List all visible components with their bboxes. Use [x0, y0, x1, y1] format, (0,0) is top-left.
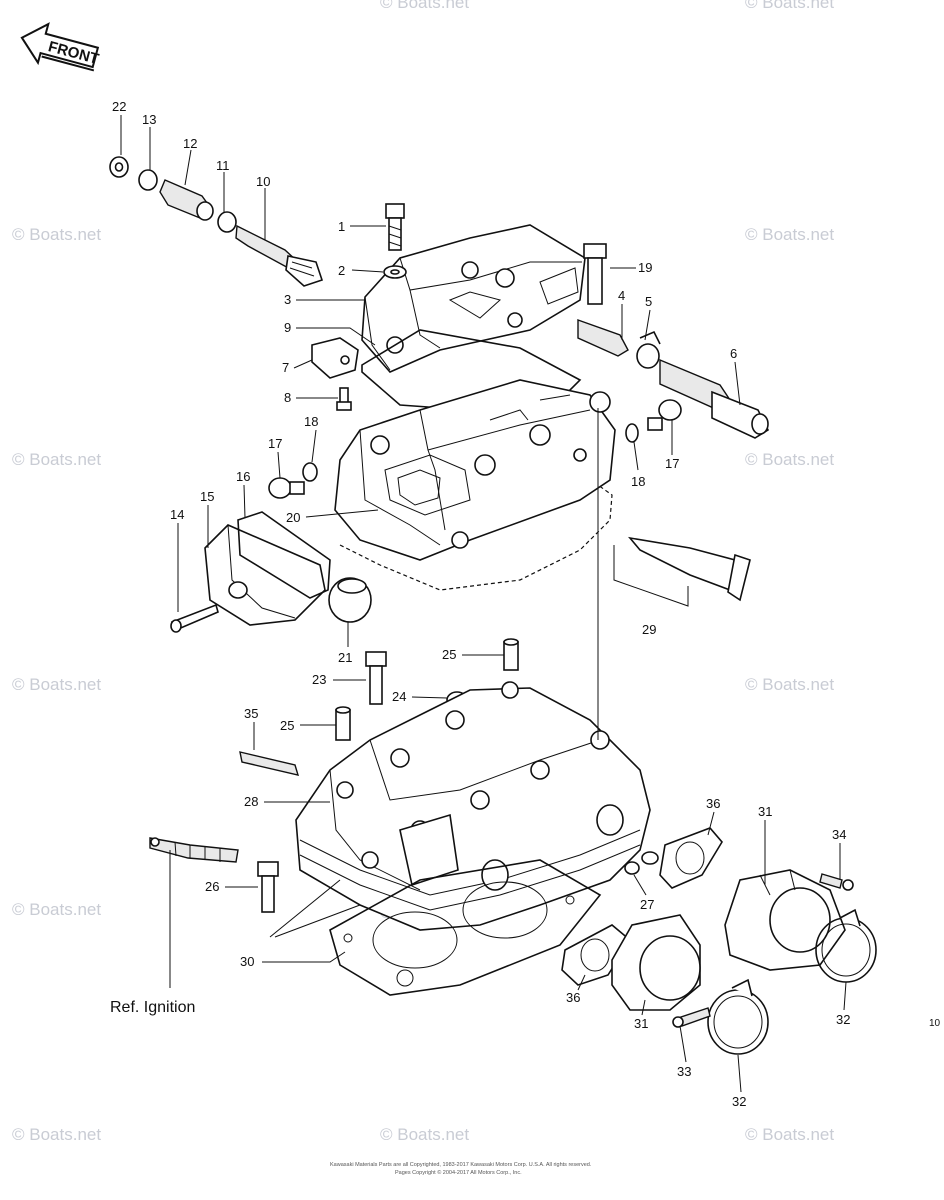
callout: 35	[244, 706, 258, 721]
head-bolt	[257, 851, 659, 913]
callout: 31	[634, 1016, 648, 1031]
watermark: © Boats.net	[380, 0, 469, 12]
callout: 17	[268, 436, 282, 451]
watermark: © Boats.net	[745, 675, 834, 694]
carburetor-holders	[561, 827, 877, 1055]
callout: 13	[142, 112, 156, 127]
callout: 4	[618, 288, 625, 303]
callout: 32	[836, 1012, 850, 1027]
callout: 9	[284, 320, 291, 335]
watermark: © Boats.net	[12, 225, 101, 244]
callout: 23	[312, 672, 326, 687]
callout: 18	[304, 414, 318, 429]
callout: 22	[112, 99, 126, 114]
callout: 36	[566, 990, 580, 1005]
spark-plug	[149, 837, 239, 863]
callout: 25	[280, 718, 294, 733]
breather-housing	[170, 511, 331, 633]
callout: 32	[732, 1094, 746, 1109]
callout: 11	[216, 158, 230, 173]
liquid-gasket-tube	[628, 536, 751, 602]
callout: 14	[170, 507, 184, 522]
dowel-pins	[335, 638, 519, 741]
watermark: © Boats.net	[745, 0, 834, 12]
page-number: 10	[929, 1018, 941, 1029]
callout: 7	[282, 360, 289, 375]
callout: 30	[240, 954, 254, 969]
watermark: © Boats.net	[380, 1125, 469, 1144]
callout: 26	[205, 879, 219, 894]
watermark: © Boats.net	[745, 225, 834, 244]
tach-drive-assembly	[109, 156, 324, 287]
callout: 34	[832, 827, 846, 842]
callout: 24	[392, 689, 406, 704]
cylinder-head-cover	[361, 224, 586, 373]
ref-ignition-label: Ref. Ignition	[110, 999, 195, 1016]
camshaft-holder	[334, 379, 616, 561]
callout: 17	[665, 456, 679, 471]
watermark: © Boats.net	[12, 450, 101, 469]
oil-plugs	[268, 399, 682, 499]
watermark: © Boats.net	[745, 1125, 834, 1144]
callout: 16	[236, 469, 250, 484]
callout: 6	[730, 346, 737, 361]
callout: 31	[758, 804, 772, 819]
watermark: © Boats.net	[745, 450, 834, 469]
copyright-line-1: Kawasaki Materials Parts are all Copyrig…	[330, 1162, 592, 1168]
callout: 29	[642, 622, 656, 637]
watermark: © Boats.net	[12, 675, 101, 694]
callout: 19	[638, 260, 652, 275]
callout: 36	[706, 796, 720, 811]
callout: 3	[284, 292, 291, 307]
head-gasket	[329, 859, 602, 996]
callout: 15	[200, 489, 214, 504]
callout: 18	[631, 474, 645, 489]
callout-numbers: 22 13 12 11 10 1 2 3 9 7 8 19 4 5 6 18 1…	[112, 99, 850, 1109]
callout: 33	[677, 1064, 691, 1079]
callout: 21	[338, 650, 352, 665]
callout: 25	[442, 647, 456, 662]
callout: 28	[244, 794, 258, 809]
cylinder-head	[295, 681, 651, 931]
cover-bolt	[383, 203, 407, 279]
callout: 5	[645, 294, 652, 309]
callout: 10	[256, 174, 270, 189]
cap-pad	[311, 337, 359, 411]
stud-bolt	[239, 751, 300, 776]
callout: 2	[338, 263, 345, 278]
filler-cap	[328, 577, 372, 623]
watermark: © Boats.net	[12, 900, 101, 919]
callout: 8	[284, 390, 291, 405]
copyright-line-2: Pages Copyright © 2004-2017 All Motors C…	[395, 1169, 522, 1176]
front-arrow-icon: FRONT	[20, 22, 101, 72]
leader-lines	[120, 115, 847, 1093]
callout: 1	[338, 219, 345, 234]
callout: 27	[640, 897, 654, 912]
breather-assembly	[577, 243, 770, 439]
callout: 20	[286, 510, 300, 525]
watermark: © Boats.net	[12, 1125, 101, 1144]
callout: 12	[183, 136, 197, 151]
